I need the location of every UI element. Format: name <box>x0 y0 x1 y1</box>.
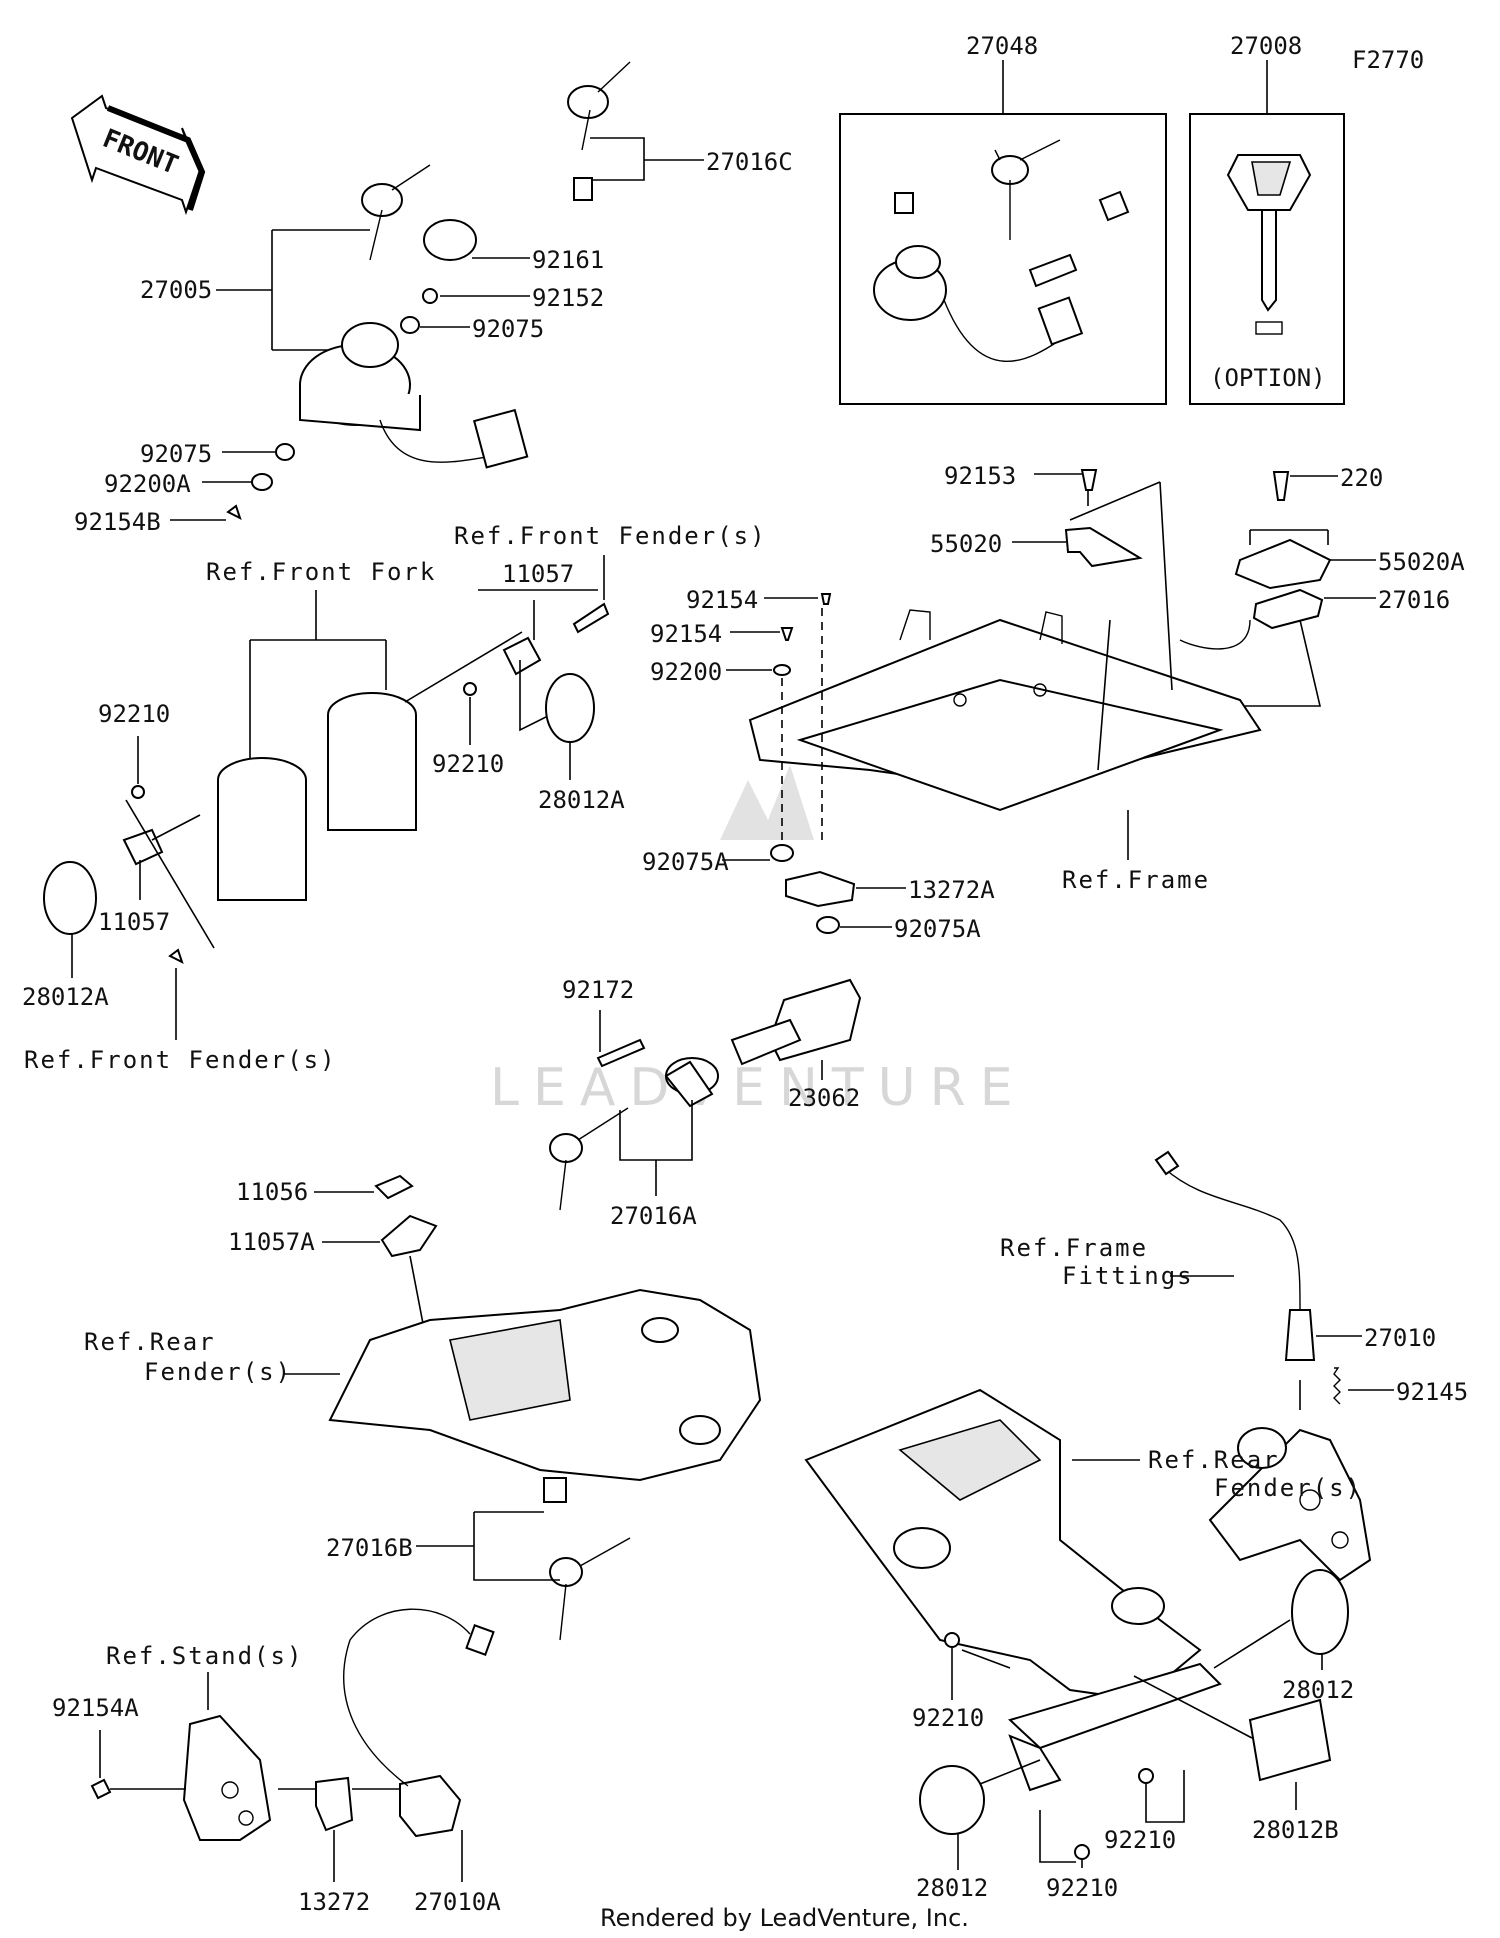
part-label-11057A: 11057A <box>228 1228 315 1256</box>
stand-switch-area: Ref.Stand(s) 92154A 13272 27010A <box>52 1608 501 1916</box>
part-label-92145: 92145 <box>1396 1378 1468 1406</box>
part-label-27016: 27016 <box>1378 586 1450 614</box>
part-label-28012A-mid: 28012A <box>538 786 625 814</box>
front-fork-reflector-area: Ref.Front Fender(s) Ref.Front Fork 11057… <box>22 522 767 1074</box>
part-label-92154-a: 92154 <box>686 586 758 614</box>
part-label-92075-bottom: 92075 <box>140 440 212 468</box>
part-label-220: 220 <box>1340 464 1383 492</box>
ref-front-fender-top: Ref.Front Fender(s) <box>454 522 767 550</box>
option-label: (OPTION) <box>1210 364 1326 392</box>
part-label-92161: 92161 <box>532 246 604 274</box>
part-label-92153: 92153 <box>944 462 1016 490</box>
ref-frame-fittings-1: Ref.Frame <box>1000 1234 1148 1262</box>
part-label-92154B: 92154B <box>74 508 161 536</box>
part-label-27016B: 27016B <box>326 1534 413 1562</box>
frame-area: Ref.Frame 92153 55020 220 55020A 27016 <box>748 462 1465 894</box>
key-blank-27008: 27008 (OPTION) <box>1189 32 1345 405</box>
ref-front-fork: Ref.Front Fork <box>206 558 436 586</box>
part-label-92200A: 92200A <box>104 470 191 498</box>
part-label-13272: 13272 <box>298 1888 370 1916</box>
part-label-92152: 92152 <box>532 284 604 312</box>
part-label-55020: 55020 <box>930 530 1002 558</box>
ref-rear-fender-left-1: Ref.Rear <box>84 1328 216 1356</box>
part-label-28012-bottom: 28012 <box>916 1874 988 1902</box>
seat-lock-cable-27010: 27010 92145 Ref.Frame Fittings <box>1000 1150 1468 1582</box>
part-label-27010A: 27010A <box>414 1888 501 1916</box>
rear-fender-left: 11056 11057A Ref.Rear Fender(s) 27016B <box>84 1174 762 1641</box>
watermark-text: LEADVENTURE <box>490 1058 1027 1118</box>
ref-front-fender-bottom: Ref.Front Fender(s) <box>24 1046 337 1074</box>
part-label-11057-left: 11057 <box>98 908 170 936</box>
part-label-28012A-left: 28012A <box>22 983 109 1011</box>
part-label-92200: 92200 <box>650 658 722 686</box>
part-label-27016C: 27016C <box>706 148 793 176</box>
part-label-92075-top: 92075 <box>472 315 544 343</box>
part-label-13272A: 13272A <box>908 876 995 904</box>
part-label-28012B: 28012B <box>1252 1816 1339 1844</box>
part-label-92075A-1: 92075A <box>642 848 729 876</box>
part-label-92210-right-1: 92210 <box>912 1704 984 1732</box>
ignition-switch-27005: 27005 92161 92152 92075 92075 92200A 921… <box>74 164 604 536</box>
ignition-set-27048: 27048 <box>839 32 1167 405</box>
steering-lock-stack: 92154 92154 92200 92075A 13272A 92075A 2… <box>549 586 995 1230</box>
part-label-28012-right: 28012 <box>1282 1676 1354 1704</box>
part-label-23062: 23062 <box>788 1084 860 1112</box>
seat-lock-27016C: 27016C <box>567 61 793 201</box>
part-label-92075A-2: 92075A <box>894 915 981 943</box>
front-arrow-icon: FRONT <box>70 94 206 216</box>
rear-fender-right: Ref.Rear Fender(s) 28012 92210 28012 922… <box>804 1388 1362 1902</box>
part-label-92210-mid: 92210 <box>432 750 504 778</box>
part-label-92210-right-2: 92210 <box>1046 1874 1118 1902</box>
part-label-27005: 27005 <box>140 276 212 304</box>
part-label-92154-b: 92154 <box>650 620 722 648</box>
part-label-27008: 27008 <box>1230 32 1302 60</box>
ref-stand: Ref.Stand(s) <box>106 1642 303 1670</box>
part-label-92210-left: 92210 <box>98 700 170 728</box>
diagram-code: F2770 <box>1352 46 1424 74</box>
ref-rear-fender-left-2: Fender(s) <box>144 1358 292 1386</box>
watermark: LEADVENTURE <box>490 765 1027 1118</box>
ref-rear-fender-right-2: Fender(s) <box>1214 1474 1362 1502</box>
part-label-27048: 27048 <box>966 32 1038 60</box>
part-label-92154A: 92154A <box>52 1694 139 1722</box>
part-label-11056: 11056 <box>236 1178 308 1206</box>
part-label-55020A: 55020A <box>1378 548 1465 576</box>
ref-frame-fittings-2: Fittings <box>1062 1262 1194 1290</box>
ref-frame: Ref.Frame <box>1062 866 1210 894</box>
part-label-92210-right-3: 92210 <box>1104 1826 1176 1854</box>
part-label-11057-top: 11057 <box>502 560 574 588</box>
ref-rear-fender-right-1: Ref.Rear <box>1148 1446 1280 1474</box>
footer-credit: Rendered by LeadVenture, Inc. <box>600 1904 969 1932</box>
part-label-92172: 92172 <box>562 976 634 1004</box>
part-label-27016A: 27016A <box>610 1202 697 1230</box>
part-label-27010: 27010 <box>1364 1324 1436 1352</box>
